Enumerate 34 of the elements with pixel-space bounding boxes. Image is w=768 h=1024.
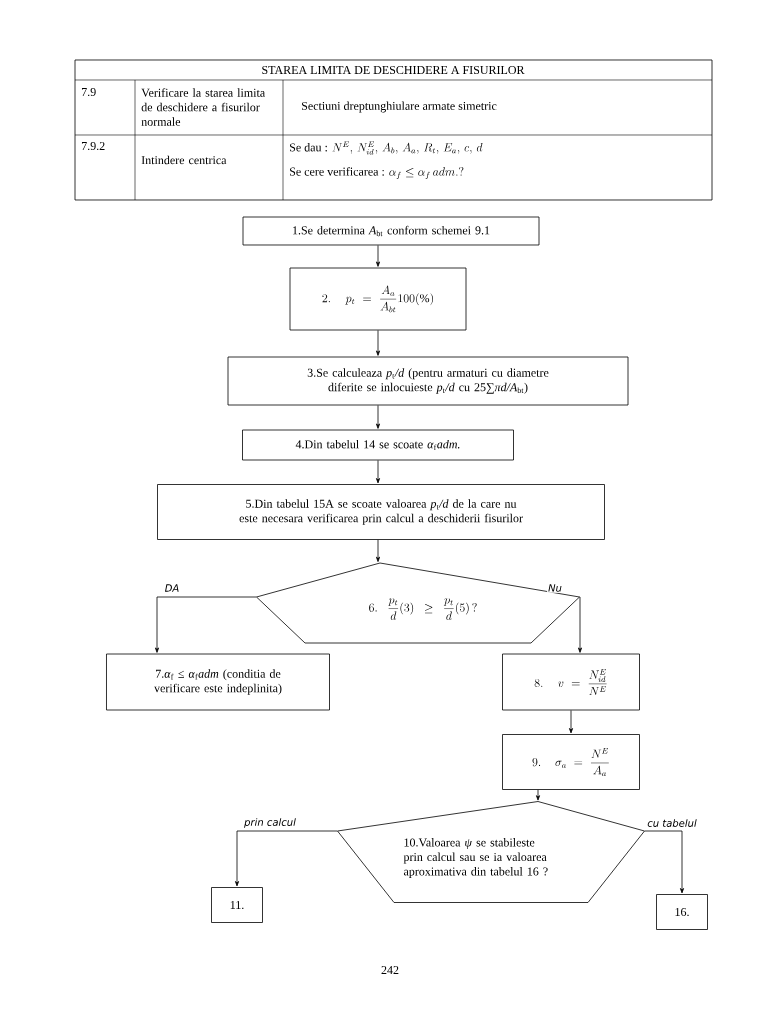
arrow: [376, 330, 380, 356]
table-cell: $\text{Se dau : }N^E,\, N^E_{id},\, A_b,\, A_a,\, R_t,\, E_a,\, c,\, d$: [290, 141, 483, 155]
arrow: [376, 460, 380, 484]
process-box: 3.Se calculeaza p$_{t}$/d (pentru armaturi cu diametre diferite se inlocuieste p$_{t}$/d cu 25∑πd/A$_{bt}$): [227, 356, 629, 406]
table-cell: STAREA LIMITA DE DESCHIDERE A FISURILOR: [262, 65, 525, 74]
table-cell: Intindere centrica: [141, 155, 227, 165]
arrow: [536, 789, 540, 801]
arrow: [569, 710, 573, 734]
table-cell: 7.9: [82, 87, 96, 97]
edge-label: Nu: [547, 583, 563, 593]
table-cell: 7.9.2: [82, 141, 105, 151]
table-cell: Sectiuni dreptunghiulare armate simetric: [302, 101, 497, 113]
arrow: [644, 830, 684, 894]
edge-label: DA: [163, 583, 181, 593]
process-box: $2.\;\; p_t=\frac{A_a}{A_{bt}}100(\%)$: [289, 267, 467, 331]
process-box: 7.α$_{f}$ ≤ α$_{f}$adm (conditia de verificare este indeplinita): [106, 653, 330, 711]
edge-label: prin calcul: [243, 817, 297, 829]
process-box: 5.Din tabelul 15A se scoate valoarea p$_{t}$/d de la care nu este necesara verificarea prin calcul a deschiderii fisurilor: [157, 484, 605, 540]
process-box: 16.: [656, 894, 708, 930]
arrow: [376, 539, 380, 562]
table-cell: Verificare la starea limita de deschidere a fisurilor normale: [141, 88, 265, 126]
page-number: 242: [381, 966, 399, 974]
edge-label: cu tabelul: [646, 818, 698, 828]
arrow: [376, 405, 380, 429]
process-box: $9.\;\; \sigma_a=\frac{N^E}{A_a}$: [502, 734, 640, 790]
process-box: 1.Se determina A$_{bt}$ conform schemei 9.1: [242, 216, 540, 246]
arrow: [578, 596, 582, 653]
process-box: 4.Din tabelul 14 se scoate α$_{f}$adm.: [242, 429, 514, 461]
process-box: $8.\;\; v=\frac{N^E_{id}}{N^E}$: [502, 653, 640, 711]
arrow: [376, 245, 380, 267]
arrow: [235, 830, 338, 887]
table-cell: $\text{Se cere verificarea : }\alpha_f\leq\alpha_f\,adm.?$: [290, 167, 464, 179]
process-box: 11.: [211, 887, 263, 923]
arrow: [155, 596, 257, 653]
